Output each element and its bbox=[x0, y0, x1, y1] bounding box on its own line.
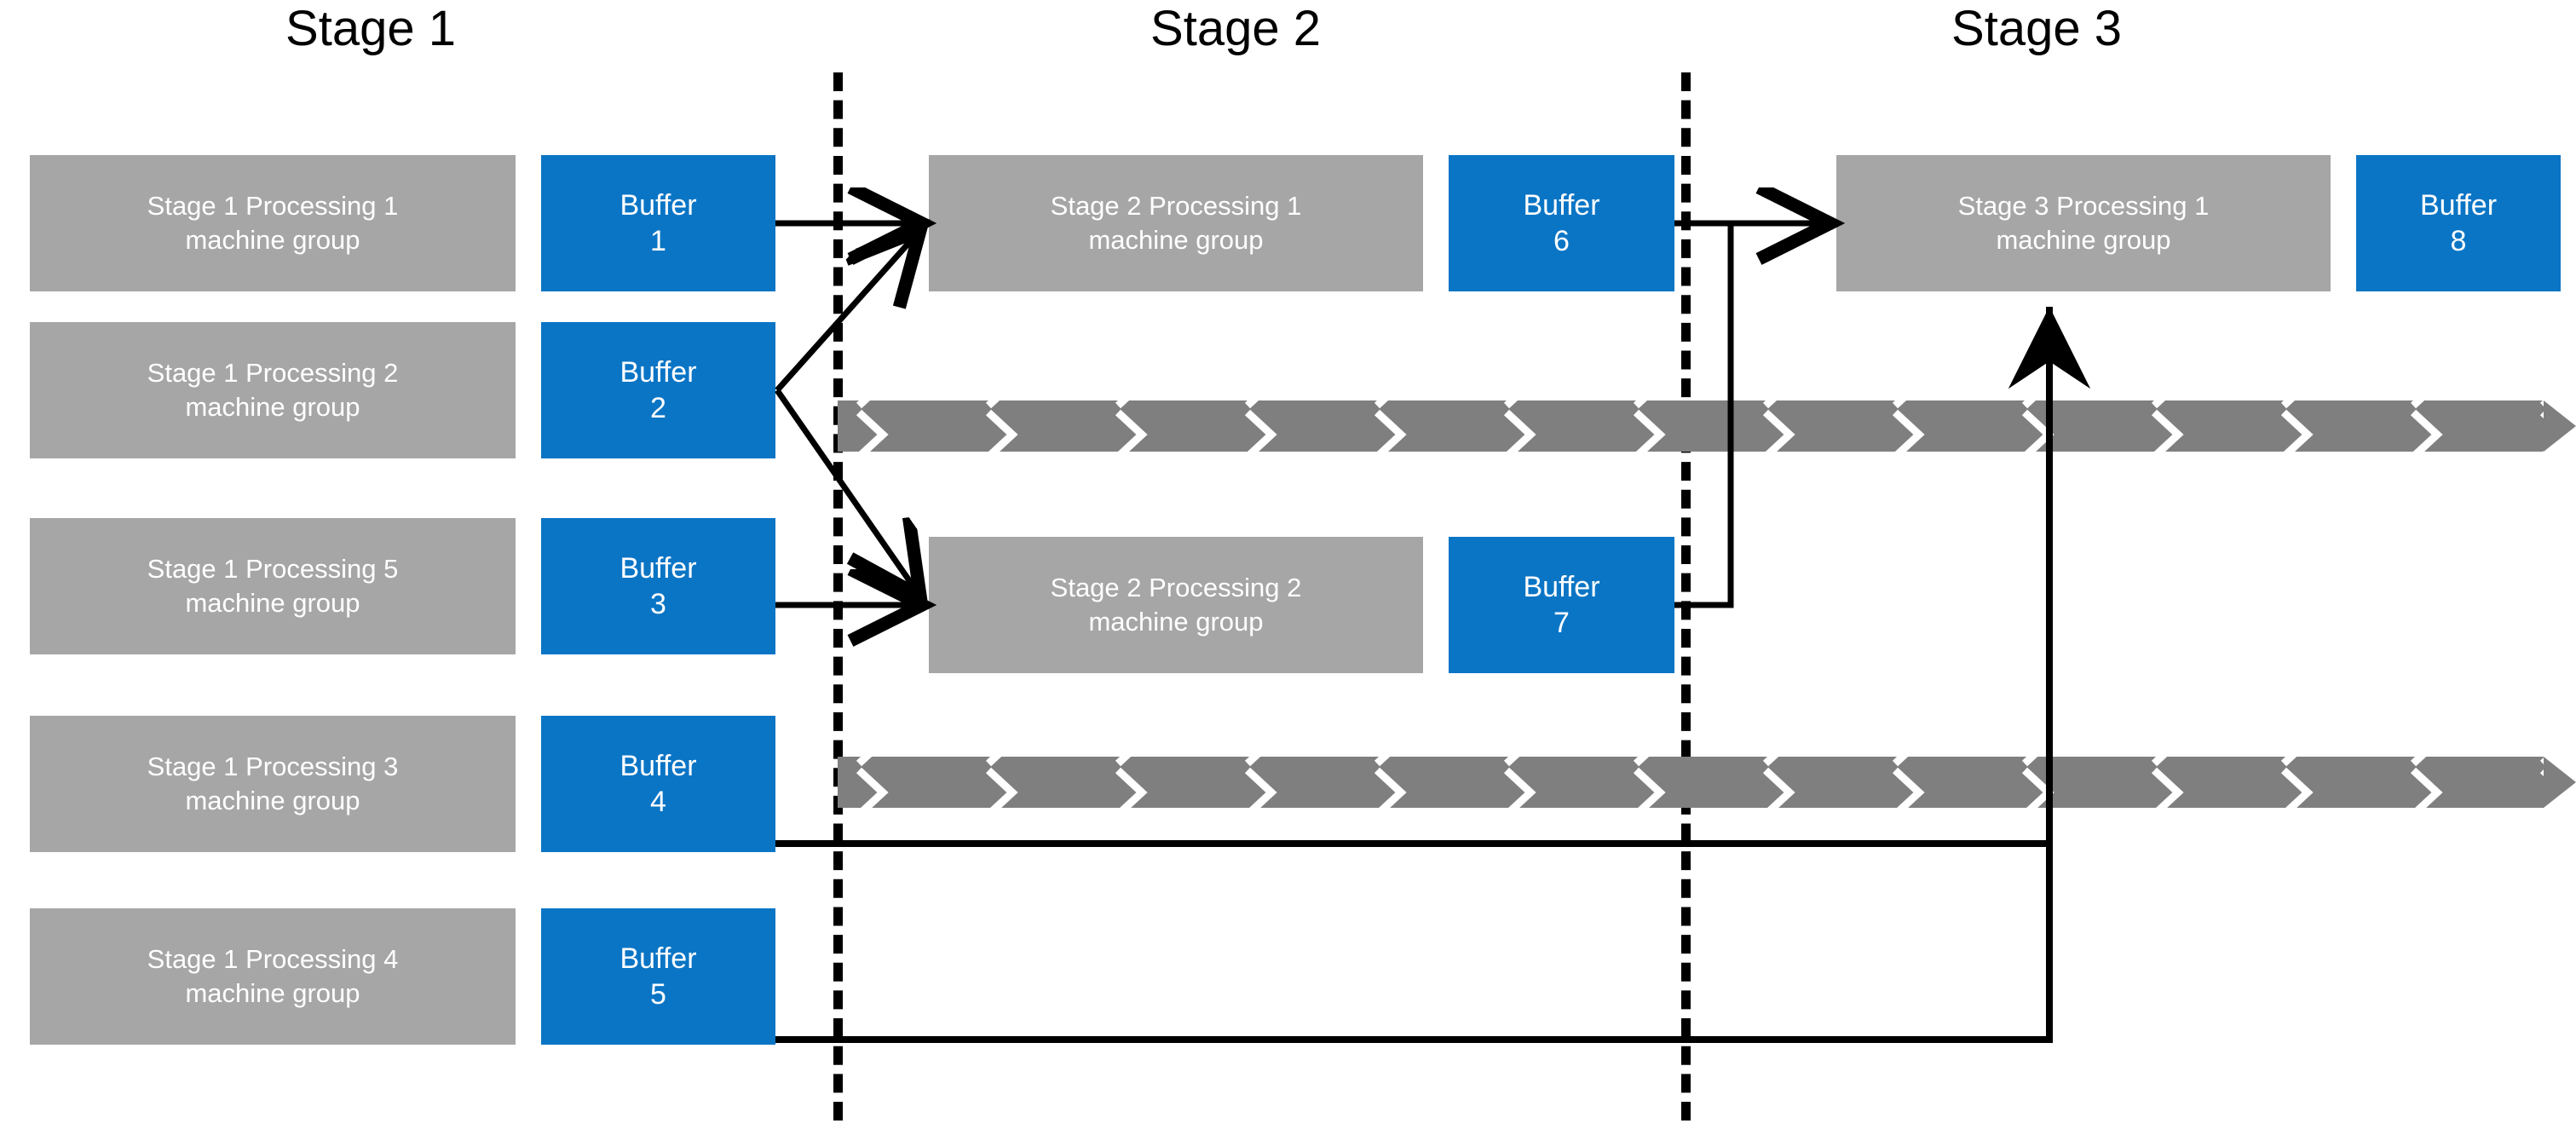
buffer-line2: 3 bbox=[650, 588, 666, 620]
stage1-processing-box-4-label: Stage 1 Processing 4 machine group bbox=[139, 942, 407, 1010]
stage2-processing-box-1-label: Stage 2 Processing 1 machine group bbox=[1042, 189, 1311, 256]
stage-title-1: Stage 1 bbox=[285, 1, 456, 56]
buffer-line1: Buffer bbox=[1523, 188, 1600, 222]
buffer-line2: 2 bbox=[650, 392, 666, 424]
buffer-box-4[interactable]: Buffer 4 bbox=[541, 716, 775, 852]
buffer-box-2-label: Buffer 2 bbox=[620, 354, 696, 427]
stage1-processing-box-5[interactable]: Stage 1 Processing 5 machine group bbox=[30, 518, 516, 654]
bypass-conveyor-row4 bbox=[838, 757, 2576, 808]
stage1-processing-box-3-label: Stage 1 Processing 3 machine group bbox=[139, 750, 407, 817]
buffer-box-6[interactable]: Buffer 6 bbox=[1449, 155, 1674, 291]
stage3-processing-box-1[interactable]: Stage 3 Processing 1 machine group bbox=[1836, 155, 2331, 291]
proc-line1: Stage 2 Processing 1 bbox=[1050, 191, 1302, 222]
buffer-line1: Buffer bbox=[620, 749, 697, 782]
buffer-box-8-label: Buffer 8 bbox=[2420, 187, 2497, 260]
stage2-stage3-divider bbox=[1681, 72, 1691, 1121]
buffer-line1: Buffer bbox=[620, 942, 697, 975]
stage2-processing-box-1[interactable]: Stage 2 Processing 1 machine group bbox=[929, 155, 1423, 291]
buffer-box-6-label: Buffer 6 bbox=[1523, 187, 1599, 260]
buffer-box-1-label: Buffer 1 bbox=[620, 187, 696, 260]
proc-line1: Stage 1 Processing 3 bbox=[147, 752, 399, 782]
buffer-line2: 8 bbox=[2450, 225, 2467, 257]
stage-title-3: Stage 3 bbox=[1951, 1, 2122, 56]
buffer-line1: Buffer bbox=[2419, 188, 2498, 222]
stage1-processing-box-1[interactable]: Stage 1 Processing 1 machine group bbox=[30, 155, 516, 291]
buffer-box-5-label: Buffer 5 bbox=[620, 941, 696, 1013]
proc-line2: machine group bbox=[185, 978, 360, 1008]
proc-line2: machine group bbox=[185, 392, 360, 422]
proc-line1: Stage 1 Processing 2 bbox=[147, 358, 399, 389]
proc-line2: machine group bbox=[1088, 607, 1264, 637]
buffer-line2: 6 bbox=[1553, 225, 1570, 257]
buffer-box-8[interactable]: Buffer 8 bbox=[2356, 155, 2561, 291]
buffer-box-7[interactable]: Buffer 7 bbox=[1449, 537, 1674, 673]
proc-line1: Stage 3 Processing 1 bbox=[1957, 191, 2210, 222]
buffer-box-3-label: Buffer 3 bbox=[620, 550, 696, 623]
buffer-line2: 5 bbox=[650, 978, 666, 1011]
proc-line1: Stage 1 Processing 5 bbox=[147, 554, 399, 585]
buffer-line1: Buffer bbox=[1523, 570, 1600, 603]
proc-line2: machine group bbox=[185, 225, 360, 255]
bypass-conveyor-row2 bbox=[838, 400, 2576, 452]
stage1-stage2-divider bbox=[833, 72, 843, 1121]
stage1-processing-box-1-label: Stage 1 Processing 1 machine group bbox=[139, 189, 407, 256]
stage2-processing-box-2-label: Stage 2 Processing 2 machine group bbox=[1042, 571, 1311, 638]
buffer-line1: Buffer bbox=[620, 355, 697, 389]
buffer-box-1[interactable]: Buffer 1 bbox=[541, 155, 775, 291]
buffer-line1: Buffer bbox=[620, 551, 697, 585]
stage2-processing-box-2[interactable]: Stage 2 Processing 2 machine group bbox=[929, 537, 1423, 673]
proc-line1: Stage 1 Processing 4 bbox=[147, 944, 399, 975]
stage1-processing-box-4[interactable]: Stage 1 Processing 4 machine group bbox=[30, 908, 516, 1045]
proc-line2: machine group bbox=[1996, 225, 2171, 255]
connector-buffer5-to-stage3proc1 bbox=[775, 307, 2090, 1043]
buffer-line1: Buffer bbox=[620, 188, 697, 222]
buffer-box-7-label: Buffer 7 bbox=[1523, 569, 1599, 642]
buffer-box-5[interactable]: Buffer 5 bbox=[541, 908, 775, 1045]
buffer-box-3[interactable]: Buffer 3 bbox=[541, 518, 775, 654]
connector-buffer2-to-stage2proc2 bbox=[775, 389, 920, 596]
proc-line2: machine group bbox=[185, 588, 360, 618]
proc-line2: machine group bbox=[185, 786, 360, 815]
stage1-processing-box-2-label: Stage 1 Processing 2 machine group bbox=[139, 356, 407, 423]
stage-title-2: Stage 2 bbox=[1150, 1, 1321, 56]
buffer-line2: 1 bbox=[650, 225, 666, 257]
stage1-processing-box-5-label: Stage 1 Processing 5 machine group bbox=[139, 552, 407, 619]
buffer-box-4-label: Buffer 4 bbox=[620, 748, 696, 821]
proc-line2: machine group bbox=[1088, 225, 1264, 255]
connector-buffer2-to-stage2proc1 bbox=[775, 230, 920, 393]
buffer-box-2[interactable]: Buffer 2 bbox=[541, 322, 775, 458]
stage1-processing-box-2[interactable]: Stage 1 Processing 2 machine group bbox=[30, 322, 516, 458]
stage3-processing-box-1-label: Stage 3 Processing 1 machine group bbox=[1950, 189, 2218, 256]
stage1-processing-box-3[interactable]: Stage 1 Processing 3 machine group bbox=[30, 716, 516, 852]
proc-line1: Stage 1 Processing 1 bbox=[147, 191, 399, 222]
proc-line1: Stage 2 Processing 2 bbox=[1050, 573, 1302, 603]
buffer-line2: 4 bbox=[650, 786, 666, 818]
buffer-line2: 7 bbox=[1553, 607, 1570, 639]
